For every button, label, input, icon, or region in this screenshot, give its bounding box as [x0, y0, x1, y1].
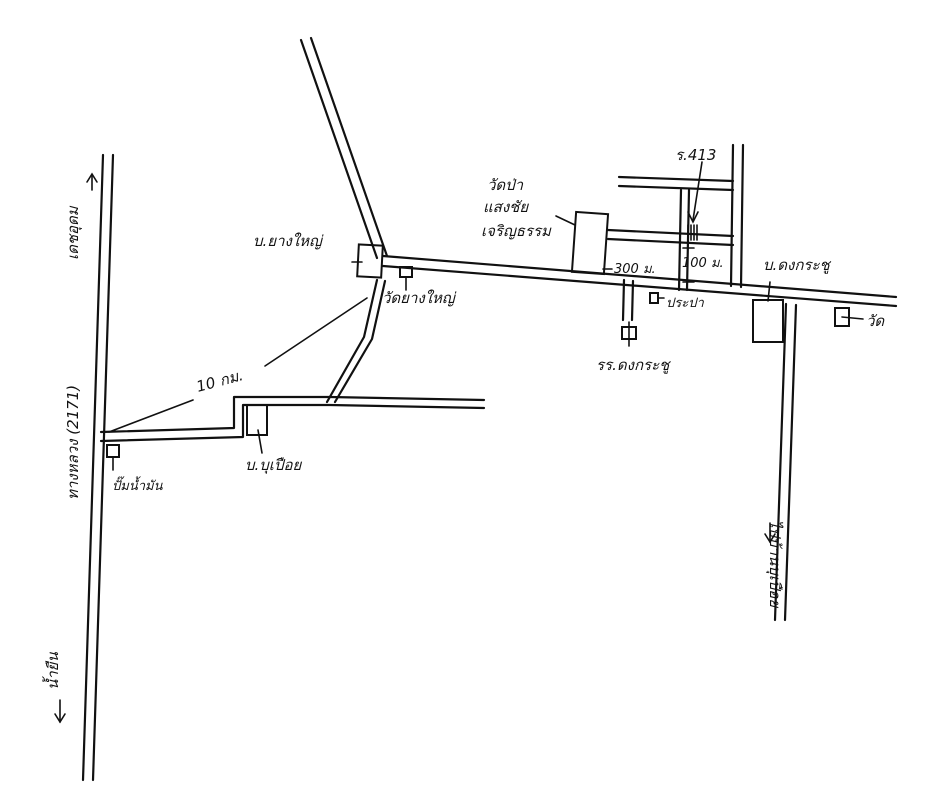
leader-wat-pa — [555, 215, 576, 226]
water-supply-box — [649, 292, 659, 304]
label-ban-yang-yai: บ.ยางใหญ่ — [253, 232, 324, 250]
label-ban-bu-pueai: บ.บุเปือย — [245, 456, 302, 474]
r413-marker — [687, 161, 703, 241]
label-100m: 100 ม. — [682, 256, 724, 271]
label-10km: 10 กม. — [194, 366, 245, 396]
label-wat-pa-3: เจริญธรรม — [481, 222, 552, 240]
label-ban-dong-krachu: บ.ดงกระชู — [763, 256, 832, 274]
leader-10km-a — [108, 399, 194, 433]
road-bu-pueai-to-yang-yai — [325, 278, 387, 404]
label-school: รร.ดงกระชู — [596, 356, 671, 374]
ban-dong-krachu-box — [752, 299, 784, 343]
ban-bu-pueai-box — [246, 404, 268, 436]
road-south-east — [773, 302, 798, 622]
leader-10km-b — [264, 297, 368, 367]
label-wat-pa-1: วัดป่า — [487, 176, 524, 194]
label-water-supply: ประปา — [666, 296, 704, 311]
arrow-north-icon — [86, 172, 98, 191]
grid-roads — [606, 143, 745, 322]
label-r413: ร.413 — [675, 146, 716, 164]
gas-station-box — [106, 444, 120, 458]
label-highway-north: เดชอุดม — [64, 205, 82, 260]
road-east-west — [381, 254, 898, 308]
leader-dong-krachu — [767, 281, 771, 302]
label-300m: 300 ม. — [614, 262, 656, 277]
label-gas-station: ปั๊มน้ำมัน — [112, 476, 164, 494]
label-highway-name: ทางหลวง (2171) — [64, 385, 82, 500]
arrow-south-icon — [54, 699, 66, 724]
label-highway-south: น้ำยืน — [42, 652, 62, 690]
road-to-ban-bu-pueai — [99, 395, 486, 443]
leader-bu-pueai — [257, 429, 263, 454]
wat-pa-box — [570, 210, 610, 276]
label-to-ban-bu-pueai: ไปบ้านบุเปือย — [766, 520, 784, 608]
label-wat-pa-2: แสงชัย — [483, 198, 529, 216]
ban-yang-yai-box — [356, 243, 384, 279]
road-northwest — [299, 36, 389, 260]
label-temple-wat: วัด — [866, 312, 885, 330]
highway-2171 — [81, 153, 115, 782]
label-wat-yang-yai: วัดยางใหญ่ — [382, 289, 457, 307]
arrow-south-east-icon — [764, 522, 776, 544]
